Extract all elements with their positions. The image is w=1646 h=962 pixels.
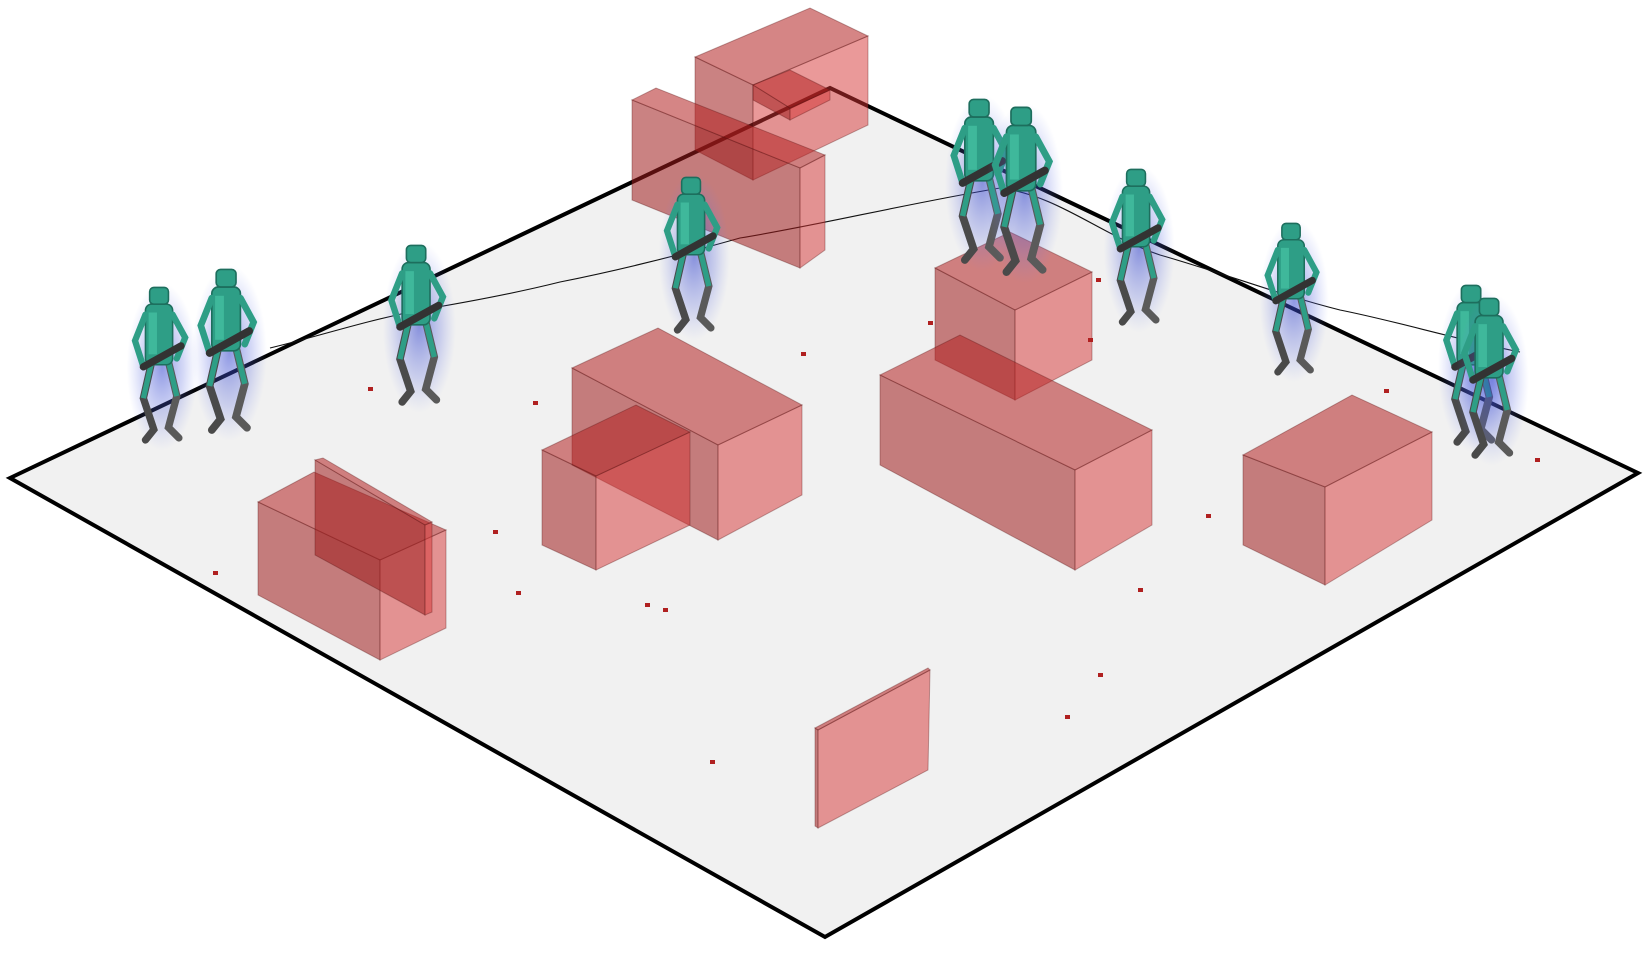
debris-marker [1096, 278, 1101, 282]
biped-robot-pose [986, 103, 1063, 283]
obstacle-face-top [540, 404, 692, 477]
biped-robot-pose [1104, 165, 1175, 332]
obstacle-box [878, 334, 1154, 571]
obstacle-face-top [693, 7, 870, 86]
obstacle-face-top [313, 457, 434, 526]
obstacle-face-right [817, 669, 931, 829]
debris-marker [1535, 458, 1540, 462]
obstacle-box [313, 457, 434, 616]
obstacle-face-right [789, 89, 831, 121]
debris-marker [801, 352, 806, 356]
obstacle-face-right [424, 521, 433, 616]
biped-robot-pose [659, 173, 730, 340]
biped-robot-pose [192, 265, 267, 441]
debris-group [213, 278, 1540, 764]
obstacle-face-top [814, 667, 931, 731]
obstacle-group [256, 7, 1434, 829]
debris-marker [1138, 588, 1143, 592]
obstacle-face-top [570, 327, 804, 446]
debris-marker [368, 387, 373, 391]
debris-marker [493, 530, 498, 534]
debris-marker [928, 321, 933, 325]
biped-robot-pose [1259, 219, 1328, 382]
debris-marker [1206, 514, 1211, 518]
biped-robot-pose [127, 283, 198, 450]
debris-marker [213, 571, 218, 575]
obstacle-face-right [717, 404, 803, 541]
biped-robot-pose [383, 241, 456, 413]
obstacle-face-top [878, 334, 1154, 471]
obstacle-box [540, 404, 692, 571]
debris-marker [1098, 673, 1103, 677]
debris-marker [663, 608, 668, 612]
debris-marker [645, 603, 650, 607]
debris-marker [1065, 715, 1070, 719]
obstacle-box [751, 69, 832, 121]
biped-robot-pose [1456, 294, 1529, 466]
obstacle-face-right [799, 154, 826, 269]
debris-marker [516, 591, 521, 595]
debris-marker [533, 401, 538, 405]
obstacle-face-right [1324, 431, 1433, 586]
obstacle-face-top [751, 69, 832, 109]
obstacle-face-top [630, 87, 827, 169]
debris-marker [1088, 338, 1093, 342]
obstacle-box [1241, 394, 1434, 586]
obstacle-box [814, 667, 931, 829]
debris-marker [710, 760, 715, 764]
obstacle-face-top [1241, 394, 1434, 488]
obstacle-face-right [1074, 429, 1153, 571]
debris-marker [1384, 389, 1389, 393]
obstacle-box [630, 87, 827, 269]
